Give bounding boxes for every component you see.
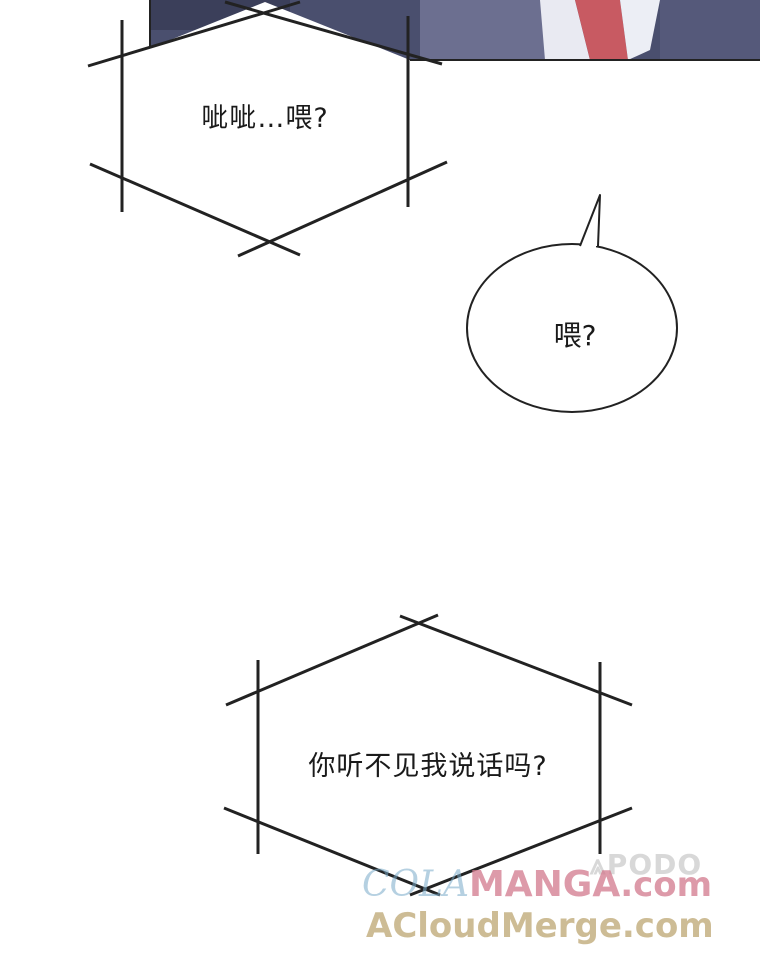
bubble-3-text: 你听不见我说话吗? bbox=[308, 751, 548, 782]
acloudmerge-watermark: ACloudMerge.com bbox=[366, 906, 714, 946]
colamanga-watermark: COLAMANGA.com bbox=[362, 864, 713, 905]
bubble-2-text: 喂? bbox=[553, 319, 597, 352]
oval-bubble-2 bbox=[466, 194, 678, 413]
podo-logo-icon: ⩓ bbox=[590, 848, 607, 881]
hex-bubble-3 bbox=[223, 613, 633, 897]
bubble-1-text: 呲呲…喂? bbox=[201, 103, 329, 134]
necktie bbox=[575, 0, 628, 60]
hex-bubble-1 bbox=[87, 0, 448, 258]
podo-watermark: ⩓PODO bbox=[590, 848, 703, 881]
